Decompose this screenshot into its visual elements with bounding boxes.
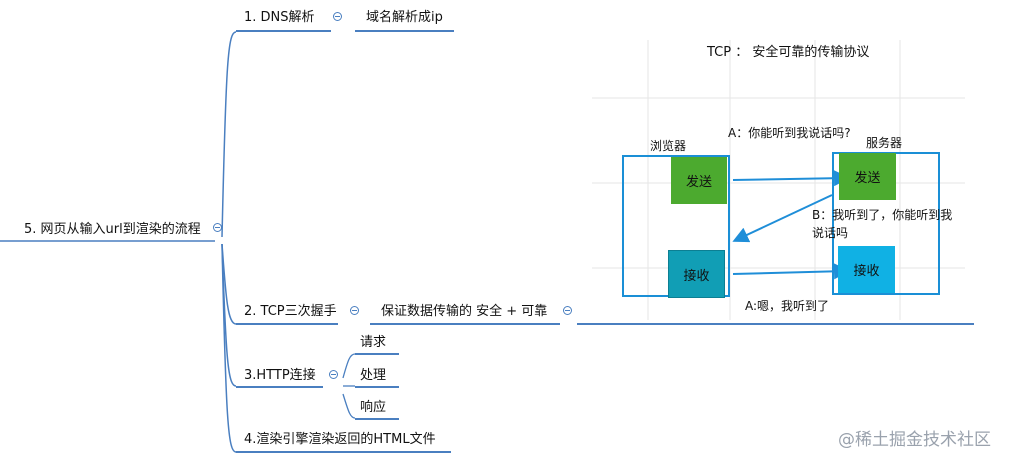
browser-send-box: 发送	[671, 157, 727, 204]
message-b-line2: 说话吗	[812, 226, 849, 240]
branch-dns-toggle[interactable]	[333, 12, 342, 21]
http-child-request-underline	[355, 353, 399, 355]
http-child-request[interactable]: 请求	[360, 335, 387, 350]
server-label: 服务器	[866, 136, 903, 150]
branch-dns-label[interactable]: 1. DNS解析	[244, 10, 315, 25]
message-a2: A:嗯，我听到了	[745, 299, 830, 313]
tcp-child-toggle[interactable]	[563, 306, 572, 315]
tcp-child-label[interactable]: 保证数据传输的 安全 + 可靠	[381, 304, 548, 319]
branch-render-label[interactable]: 4.渲染引擎渲染返回的HTML文件	[244, 432, 436, 447]
tcp-image-underline	[577, 323, 974, 325]
branch-http-toggle[interactable]	[329, 370, 338, 379]
tcp-child-underline	[370, 323, 560, 325]
server-send-box: 发送	[839, 153, 896, 200]
root-collapse-toggle[interactable]	[213, 223, 222, 232]
branch-dns-underline	[236, 30, 331, 32]
http-child-response[interactable]: 响应	[360, 400, 387, 415]
http-child-process[interactable]: 处理	[360, 368, 387, 383]
watermark: @稀土掘金技术社区	[838, 430, 991, 450]
http-child-process-underline	[355, 386, 399, 388]
dns-child-label[interactable]: 域名解析成ip	[366, 10, 443, 25]
http-child-response-underline	[355, 418, 399, 420]
message-a1: A：你能听到我说话吗?	[728, 126, 851, 140]
dns-child-underline	[355, 30, 454, 32]
branch-tcp-toggle[interactable]	[350, 306, 359, 315]
branch-tcp-underline	[236, 323, 338, 325]
branch-http-label[interactable]: 3.HTTP连接	[244, 368, 316, 383]
browser-receive-box: 接收	[668, 250, 725, 298]
server-receive-box: 接收	[838, 246, 895, 293]
message-b-line1: B：我听到了，你能听到我	[812, 208, 953, 222]
browser-label: 浏览器	[650, 139, 687, 153]
tcp-diagram-title: TCP ： 安全可靠的传输协议	[707, 45, 870, 60]
branch-tcp-label[interactable]: 2. TCP三次握手	[244, 304, 337, 319]
root-node-label[interactable]: 5. 网页从输入url到渲染的流程	[24, 222, 201, 237]
branch-render-underline	[236, 451, 451, 453]
branch-http-underline	[236, 386, 323, 388]
